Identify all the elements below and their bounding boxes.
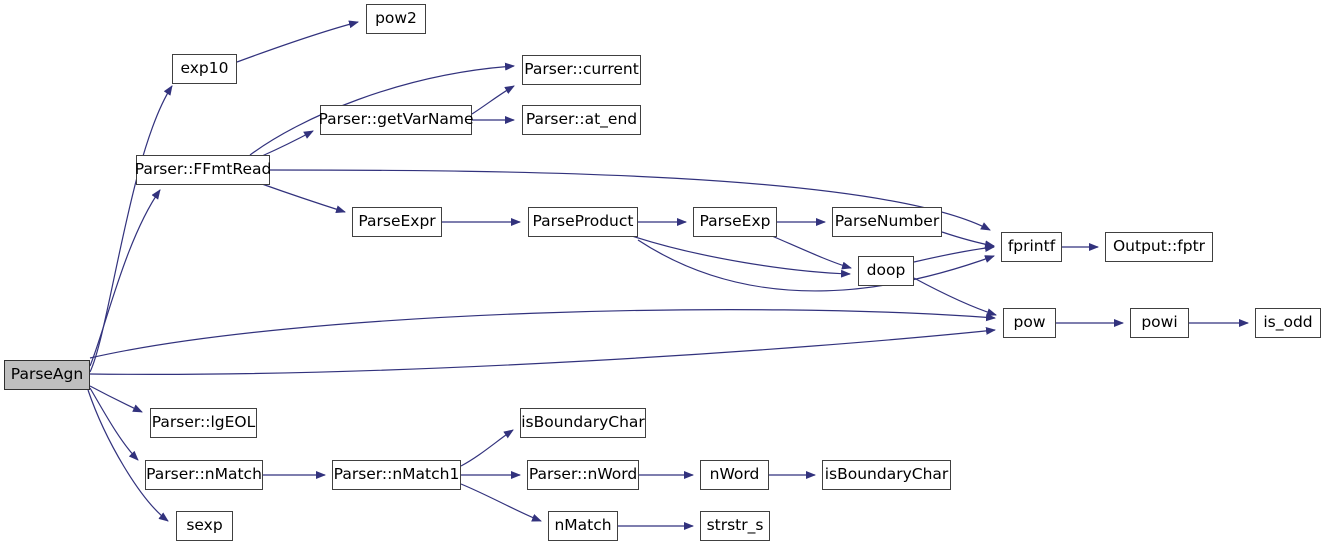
graph-node-label: doop [866, 261, 906, 280]
graph-edge [261, 183, 346, 214]
graph-node-parseproduct[interactable]: ParseProduct [528, 207, 638, 237]
graph-node-outputfptr[interactable]: Output::fptr [1105, 232, 1213, 262]
graph-edge [89, 189, 161, 367]
graph-edge [941, 231, 995, 249]
graph-node-label: strstr_s [706, 516, 764, 535]
graph-node-label: Output::fptr [1112, 237, 1206, 256]
graph-node-label: Parser::nMatch [146, 465, 262, 484]
graph-node-fprintf[interactable]: fprintf [1001, 232, 1062, 262]
graph-node-getvarname[interactable]: Parser::getVarName [318, 105, 474, 135]
graph-node-label: Parser::getVarName [318, 110, 474, 129]
graph-node-current[interactable]: Parser::current [522, 55, 641, 85]
graph-node-ffmtread[interactable]: Parser::FFmtRead [135, 155, 271, 185]
graph-node-at_end[interactable]: Parser::at_end [522, 105, 641, 135]
graph-node-doop[interactable]: doop [858, 256, 914, 286]
graph-edge [89, 85, 173, 373]
graph-node-label: Parser::lgEOL [151, 413, 256, 432]
graph-edge [460, 429, 514, 467]
graph-edge [89, 387, 139, 461]
graph-node-powi[interactable]: powi [1130, 308, 1189, 338]
graph-node-is_odd[interactable]: is_odd [1255, 308, 1321, 338]
graph-node-label: nWord [709, 465, 760, 484]
graph-node-label: isBoundaryChar [521, 413, 645, 432]
graph-node-label: pow [1013, 313, 1046, 332]
graph-node-label: is_odd [1263, 313, 1313, 332]
graph-node-label: ParseProduct [532, 212, 634, 231]
graph-node-exp10[interactable]: exp10 [172, 54, 237, 84]
graph-node-parsenumber[interactable]: ParseNumber [832, 207, 942, 237]
graph-edge [89, 385, 143, 413]
graph-node-parseexpr[interactable]: ParseExpr [352, 207, 442, 237]
graph-edge [471, 85, 515, 115]
graph-edge [631, 235, 851, 278]
graph-node-label: exp10 [180, 59, 229, 78]
graph-node-label: fprintf [1007, 237, 1056, 256]
graph-edge [637, 239, 995, 292]
graph-node-sexp[interactable]: sexp [176, 511, 233, 541]
graph-edge [913, 244, 995, 263]
graph-node-label: sexp [186, 516, 223, 535]
graph-edge [261, 130, 314, 157]
graph-node-nmatch[interactable]: nMatch [548, 511, 618, 541]
graph-node-label: ParseExpr [358, 212, 436, 231]
graph-node-label: ParseNumber [834, 212, 940, 231]
graph-node-nmatch_p[interactable]: Parser::nMatch [145, 460, 263, 490]
graph-node-label: Parser::at_end [525, 110, 638, 129]
graph-node-lgeol[interactable]: Parser::lgEOL [150, 408, 257, 438]
graph-node-strstr_s[interactable]: strstr_s [700, 511, 770, 541]
graph-node-label: ParseAgn [10, 365, 84, 384]
graph-node-nmatch1_p[interactable]: Parser::nMatch1 [332, 460, 461, 490]
graph-node-parseagn[interactable]: ParseAgn [4, 360, 90, 390]
graph-node-parseexp[interactable]: ParseExp [693, 207, 777, 237]
graph-node-pow2[interactable]: pow2 [366, 4, 426, 34]
graph-edge [89, 326, 996, 375]
graph-edge [236, 20, 359, 63]
graph-node-label: nMatch [554, 516, 612, 535]
graph-node-pow[interactable]: pow [1003, 308, 1056, 338]
graph-node-nword[interactable]: nWord [700, 460, 769, 490]
graph-node-label: powi [1141, 313, 1178, 332]
graph-node-nword_p[interactable]: Parser::nWord [527, 460, 639, 490]
graph-node-label: Parser::current [524, 60, 639, 79]
graph-node-isbound_top[interactable]: isBoundaryChar [520, 408, 646, 438]
graph-edge [89, 309, 996, 359]
graph-edge [913, 277, 997, 317]
graph-node-label: Parser::FFmtRead [134, 160, 272, 179]
graph-node-isbound_right[interactable]: isBoundaryChar [822, 460, 951, 490]
graph-node-label: isBoundaryChar [824, 465, 949, 484]
graph-node-label: Parser::nMatch1 [333, 465, 460, 484]
graph-node-label: ParseExp [699, 212, 771, 231]
graph-node-label: pow2 [375, 9, 417, 28]
graph-edge [771, 235, 852, 270]
graph-node-label: Parser::nWord [528, 465, 638, 484]
